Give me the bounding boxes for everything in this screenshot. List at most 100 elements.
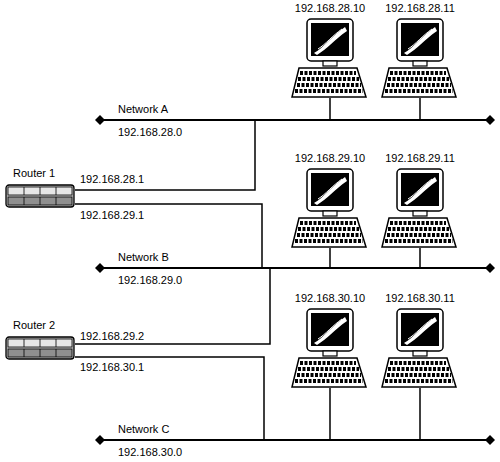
keyboard-keys	[295, 239, 363, 243]
screen-highlight	[408, 319, 432, 339]
panel-divider	[40, 197, 41, 205]
host-drop-cable	[419, 388, 421, 439]
host-drop-cable	[419, 248, 421, 267]
computer-node: 192.168.29.10	[290, 168, 370, 248]
monitor-stand	[323, 211, 337, 216]
monitor-frame	[307, 169, 353, 211]
network-segment: Network A192.168.28.0	[100, 119, 490, 121]
computer-illustration	[290, 308, 370, 388]
host-drop-cable	[329, 388, 331, 439]
keyboard-keys	[388, 227, 449, 231]
computer-illustration	[380, 168, 460, 248]
computer-node: 192.168.30.10	[290, 308, 370, 388]
bus-end-diamond	[95, 435, 105, 445]
computer-node: 192.168.28.10	[290, 18, 370, 98]
monitor-screen	[311, 313, 349, 346]
bus-end-diamond	[95, 263, 105, 273]
keyboard-keys	[297, 83, 361, 87]
panel-divider	[24, 339, 25, 347]
keyboard-body	[382, 68, 456, 97]
router-link	[75, 269, 270, 344]
keyboard-body	[292, 358, 366, 387]
screen-highlight	[408, 29, 432, 49]
network-name: Network A	[118, 103, 168, 116]
monitor-screen	[401, 313, 439, 346]
router-front-panel	[8, 349, 72, 357]
host-drop-cable	[419, 98, 421, 119]
panel-divider	[24, 349, 25, 357]
bus-end-diamond	[95, 115, 105, 125]
ip-address-label: 192.168.29.10	[295, 152, 365, 165]
monitor-frame	[397, 309, 443, 351]
ip-address-label: 192.168.30.10	[295, 292, 365, 305]
monitor-screen	[401, 173, 439, 206]
ip-address-label: 192.168.30.11	[385, 292, 455, 305]
screen-highlight	[318, 29, 342, 49]
screen-highlight	[408, 179, 432, 199]
monitor-screen	[311, 23, 349, 56]
panel-divider	[40, 187, 41, 195]
monitor-stand	[413, 61, 427, 66]
screen-highlight	[314, 177, 347, 205]
keyboard-body	[292, 218, 366, 247]
network-bus	[100, 119, 490, 121]
network-bus	[100, 267, 490, 269]
panel-divider	[56, 339, 57, 347]
router-box: Router 2	[5, 336, 75, 360]
keyboard-keys	[387, 373, 451, 377]
keyboard-body	[382, 358, 456, 387]
panel-divider	[56, 187, 57, 195]
router-box: Router 1	[5, 184, 75, 208]
network-address: 192.168.30.0	[118, 446, 182, 459]
bus-end-diamond	[485, 263, 495, 273]
network-line	[100, 439, 490, 441]
router-name: Router 2	[13, 319, 55, 332]
monitor-screen	[401, 23, 439, 56]
keyboard-keys	[388, 367, 449, 371]
computer-illustration	[290, 168, 370, 248]
network-address: 192.168.29.0	[118, 274, 182, 287]
monitor-stand	[323, 351, 337, 356]
monitor-frame	[397, 169, 443, 211]
keyboard-body	[292, 68, 366, 97]
keyboard-body	[382, 218, 456, 247]
screen-highlight	[404, 27, 437, 55]
router-illustration	[5, 336, 75, 360]
router-case	[6, 185, 74, 207]
router-name: Router 1	[13, 167, 55, 180]
monitor-frame	[307, 19, 353, 61]
host-drop-cable	[329, 248, 331, 267]
router-top-panel	[8, 187, 72, 195]
keyboard-keys	[385, 89, 453, 93]
keyboard-keys	[295, 89, 363, 93]
interface-address: 192.168.29.1	[80, 209, 144, 222]
router-link	[75, 357, 264, 439]
monitor-stand	[413, 351, 427, 356]
ip-address-label: 192.168.28.10	[295, 2, 365, 15]
network-segment: Network B192.168.29.0	[100, 267, 490, 269]
panel-divider	[24, 197, 25, 205]
computer-illustration	[380, 18, 460, 98]
screen-highlight	[318, 319, 342, 339]
keyboard-keys	[300, 361, 356, 365]
keyboard-keys	[298, 227, 359, 231]
network-name: Network C	[118, 423, 169, 436]
keyboard-keys	[387, 233, 451, 237]
network-name: Network B	[118, 251, 169, 264]
keyboard-keys	[295, 379, 363, 383]
monitor-stand	[413, 211, 427, 216]
keyboard-keys	[298, 77, 359, 81]
keyboard-keys	[390, 71, 446, 75]
keyboard-keys	[297, 373, 361, 377]
screen-highlight	[318, 179, 342, 199]
panel-divider	[40, 339, 41, 347]
router-link	[75, 204, 262, 267]
keyboard-keys	[390, 221, 446, 225]
router-front-panel	[8, 197, 72, 205]
keyboard-keys	[298, 367, 359, 371]
ip-address-label: 192.168.28.11	[385, 2, 455, 15]
router-illustration	[5, 184, 75, 208]
keyboard-keys	[387, 83, 451, 87]
computer-illustration	[380, 308, 460, 388]
interface-address: 192.168.30.1	[80, 361, 144, 374]
